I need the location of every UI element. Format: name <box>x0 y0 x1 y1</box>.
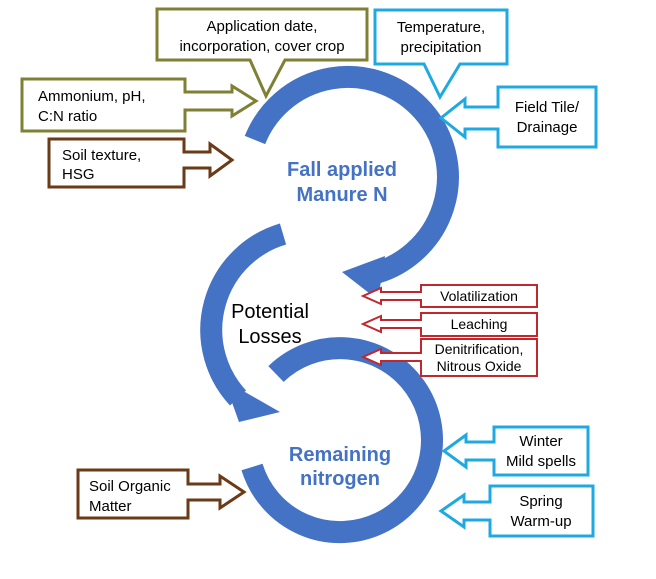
factor-winter-line1: Winter <box>519 433 562 450</box>
loss-volatilization: Volatilization <box>360 284 538 308</box>
fall-cycle-arc <box>244 66 459 285</box>
loss-denitrification-line1: Denitrification, <box>435 341 524 357</box>
loss-leaching: Leaching <box>360 312 538 337</box>
factor-spring-line1: Spring <box>519 493 562 510</box>
factor-soil-texture: Soil texture, HSG <box>47 137 235 189</box>
loss-denitrification: Denitrification, Nitrous Oxide <box>360 338 538 377</box>
callout-box <box>438 85 598 149</box>
factor-application: Application date, incorporation, cover c… <box>155 7 369 100</box>
losses-cycle-arrowhead <box>224 380 280 422</box>
factor-temperature-line2: precipitation <box>401 39 482 56</box>
factor-winter: Winter Mild spells <box>441 425 590 477</box>
callout-box <box>373 8 509 101</box>
factor-ammonium-line2: C:N ratio <box>38 108 97 125</box>
factor-soil-texture-line2: HSG <box>62 166 95 183</box>
losses-label-line2: Losses <box>238 326 301 348</box>
remaining-cycle-arc <box>241 337 443 544</box>
remaining-label-line1: Remaining <box>289 444 391 466</box>
factor-field-tile: Field Tile/ Drainage <box>438 85 598 149</box>
callout-box <box>76 468 247 520</box>
callout-box <box>155 7 369 100</box>
factor-temperature: Temperature, precipitation <box>373 8 509 101</box>
fall-label-line2: Manure N <box>296 184 387 206</box>
callout-box <box>360 284 538 308</box>
cycle-arrows <box>200 66 459 544</box>
callout-box <box>20 77 259 133</box>
callout-box <box>438 484 595 538</box>
losses-label-line1: Potential <box>231 301 309 323</box>
remaining-label-line2: nitrogen <box>300 468 380 490</box>
factor-winter-line2: Mild spells <box>506 453 576 470</box>
factor-soil-organic-line2: Matter <box>89 498 132 515</box>
factor-application-line1: Application date, <box>207 18 318 35</box>
callout-box <box>360 312 538 337</box>
factor-temperature-line1: Temperature, <box>397 19 485 36</box>
fall-label-line1: Fall applied <box>287 159 397 181</box>
factor-application-line2: incorporation, cover crop <box>179 38 344 55</box>
callout-box <box>441 425 590 477</box>
factor-soil-organic-line1: Soil Organic <box>89 478 171 495</box>
factor-ammonium: Ammonium, pH, C:N ratio <box>20 77 259 133</box>
loss-leaching-label: Leaching <box>451 316 508 332</box>
factor-ammonium-line1: Ammonium, pH, <box>38 88 146 105</box>
callout-box <box>360 338 538 377</box>
factor-field-tile-line1: Field Tile/ <box>515 99 580 116</box>
loss-volatilization-label: Volatilization <box>440 288 518 304</box>
factor-soil-organic: Soil Organic Matter <box>76 468 247 520</box>
factor-field-tile-line2: Drainage <box>517 119 578 136</box>
loss-denitrification-line2: Nitrous Oxide <box>437 358 522 374</box>
factor-spring: Spring Warm-up <box>438 484 595 538</box>
fall-cycle-arrowhead <box>342 256 385 300</box>
center-labels: Fall applied Manure N Potential Losses R… <box>231 159 397 490</box>
factor-spring-line2: Warm-up <box>510 513 571 530</box>
factor-soil-texture-line1: Soil texture, <box>62 147 141 164</box>
losses-cycle-arc <box>200 223 287 406</box>
callout-box <box>47 137 235 189</box>
